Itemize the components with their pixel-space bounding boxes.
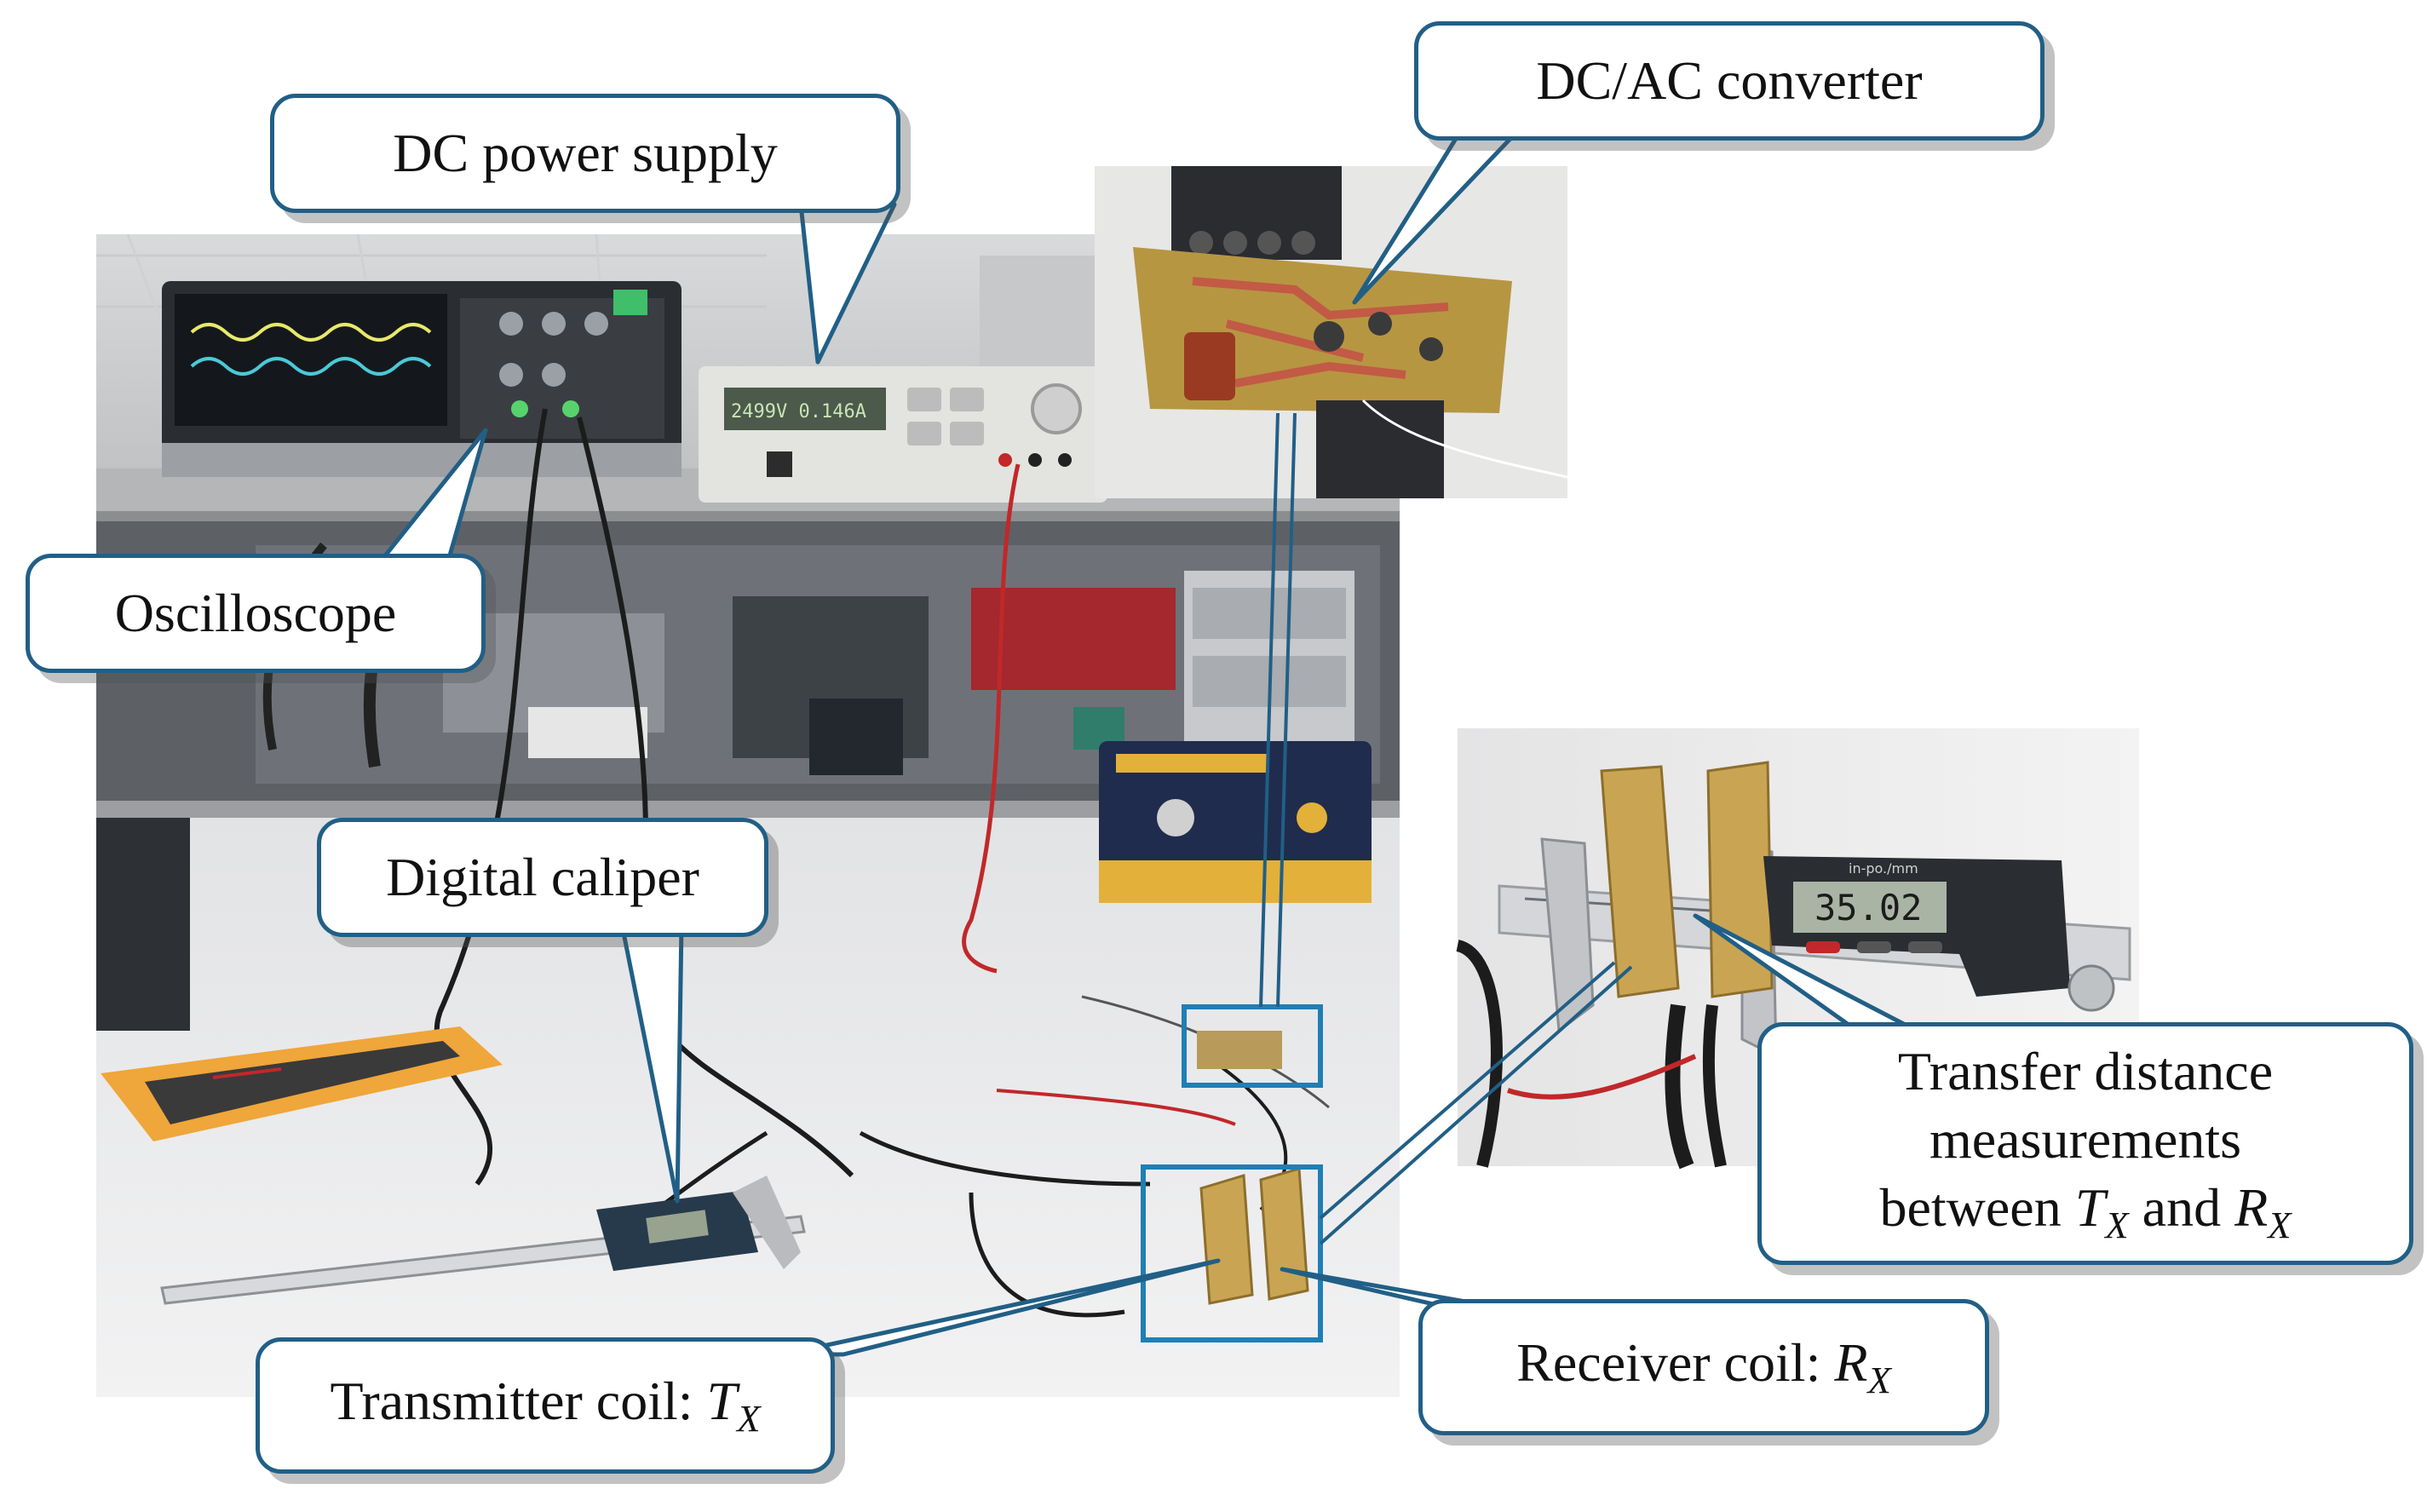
label-digital-caliper-text: Digital caliper xyxy=(386,846,699,907)
label-dc-ac-converter: DC/AC converter xyxy=(1414,21,2045,141)
label-transfer-distance: Transfer distance measurements between T… xyxy=(1757,1022,2413,1265)
label-transfer-line2: measurements xyxy=(1929,1109,2242,1170)
digital-caliper-on-bench xyxy=(160,1176,806,1305)
multimeter xyxy=(101,1026,503,1141)
converter-on-bench xyxy=(1197,1031,1282,1069)
label-transfer-line3: between TX and RX xyxy=(1879,1177,2292,1246)
label-receiver-text: Receiver coil: RX xyxy=(1516,1332,1891,1402)
label-dc-ac-converter-text: DC/AC converter xyxy=(1536,49,1923,111)
dc-ac-converter-inset xyxy=(1095,166,1568,498)
coils-on-bench xyxy=(1199,1167,1309,1305)
power-supply-readout: 2499V 0.146A xyxy=(731,401,866,423)
label-oscilloscope: Oscilloscope xyxy=(26,554,486,673)
label-dc-power-supply-text: DC power supply xyxy=(393,122,778,183)
yellow-unit xyxy=(1099,741,1372,903)
label-receiver-coil: Receiver coil: RX xyxy=(1418,1299,1989,1435)
label-transfer-line1: Transfer distance xyxy=(1897,1041,2274,1102)
power-supply-device: 2499V 0.146A xyxy=(699,366,1107,503)
caliper-inset-readout: 35.02 xyxy=(1814,887,1922,928)
label-oscilloscope-text: Oscilloscope xyxy=(114,582,397,643)
label-transmitter-text: Transmitter coil: TX xyxy=(330,1371,761,1440)
coil-pair-highlight-box xyxy=(1141,1164,1323,1342)
label-digital-caliper: Digital caliper xyxy=(317,818,768,937)
converter-highlight-box xyxy=(1182,1004,1323,1088)
connector-lines xyxy=(1259,412,1633,1245)
label-dc-power-supply: DC power supply xyxy=(270,94,900,213)
oscilloscope-device xyxy=(162,281,682,477)
label-transmitter-coil: Transmitter coil: TX xyxy=(256,1337,835,1474)
caliper-inset-brand: in-po./mm xyxy=(1849,860,1918,877)
